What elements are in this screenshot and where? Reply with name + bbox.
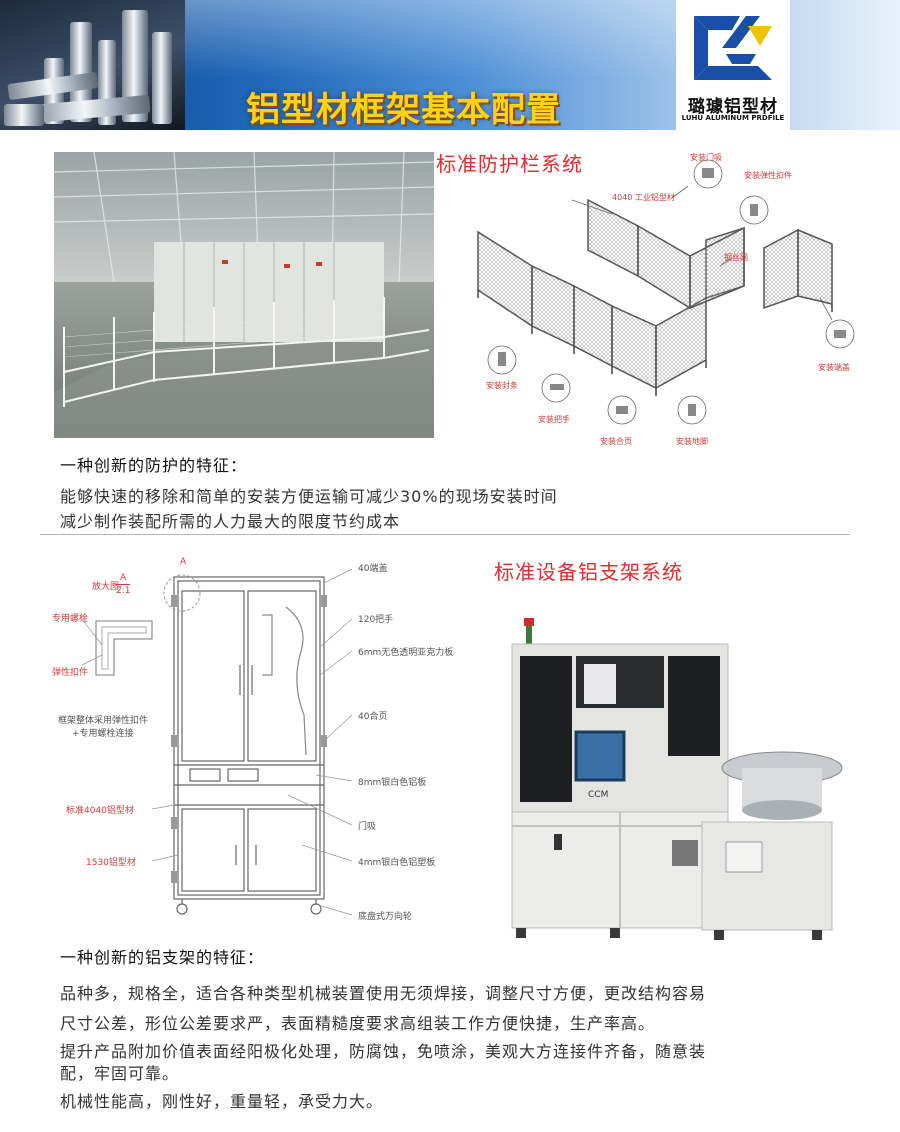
callout-wire-mesh: 钢丝网	[724, 253, 748, 262]
zoom-label: 放大图-	[92, 582, 123, 592]
label-std-4040: 标准4040铝型材	[66, 806, 134, 816]
rack-feature-line: 机械性能高，刚性好，重量轻，承受力大。	[60, 1092, 384, 1111]
guardrail-feature-line: 能够快速的移除和简单的安装方便运输可减少30%的现场安装时间	[60, 487, 558, 506]
equipment-machine-photo: CCM	[492, 612, 864, 950]
label-end-cap-40: 40端盖	[358, 564, 388, 574]
label-caster: 底盘式万向轮	[358, 912, 413, 922]
logo-english-name: LUHU ALUMINUM PRDFILE	[681, 114, 785, 122]
company-logo: 璐璩铝型材 LUHU ALUMINUM PRDFILE	[676, 0, 790, 130]
callout-seal-strip: 安装封条	[486, 381, 518, 390]
connection-note-line: 框架整体采用弹性扣件	[58, 716, 149, 726]
label-aluminum-8mm: 8mm银白色铝板	[358, 778, 427, 788]
rack-feature-line: 配，牢固可靠。	[60, 1064, 180, 1083]
rack-feature-line: 尺寸公差，形位公差要求严，表面精糙度要求高组装工作方便快捷，生产率高。	[60, 1014, 656, 1033]
connection-note-line: +专用螺栓连接	[72, 729, 134, 739]
label-special-bolt: 专用螺栓	[52, 614, 89, 624]
factory-guardrail-photo	[54, 152, 434, 438]
callout-profile-4040: 4040 工业铝型材	[612, 193, 675, 202]
rack-section-title: 标准设备铝支架系统	[494, 560, 683, 584]
callout-foot: 安装地脚	[676, 437, 708, 446]
rack-feature-heading: 一种创新的铝支架的特征：	[60, 948, 265, 967]
cabinet-technical-drawing: A 放大图- A 2:1 专用螺栓 弹性扣件 框架整体采用弹性扣件 +专用螺栓连…	[52, 555, 472, 935]
label-handle-120: 120把手	[358, 615, 394, 625]
logo-mark-icon	[694, 16, 772, 80]
label-elastic-clip: 弹性扣件	[52, 668, 89, 678]
guardrail-section-title: 标准防护栏系统	[436, 152, 583, 176]
machine-brand-label: CCM	[588, 790, 609, 800]
aluminum-profiles-image	[0, 0, 185, 130]
callout-hinge: 安装合页	[600, 437, 632, 446]
callout-end-cap: 安装端盖	[818, 363, 850, 372]
logo-name: 璐璩铝型材	[688, 97, 778, 117]
guardrail-feature-line: 减少制作装配所需的人力最大的限度节约成本	[60, 512, 401, 531]
label-door-lock: 门吸	[358, 822, 377, 832]
callout-door-lock: 安装门吸	[690, 153, 722, 162]
label-hinge-40: 40合页	[358, 712, 388, 722]
label-acrylic-6mm: 6mm无色透明亚克力板	[358, 648, 454, 658]
callout-handle: 安装把手	[538, 415, 570, 424]
guardrail-feature-heading: 一种创新的防护的特征：	[60, 456, 248, 475]
rack-feature-line: 品种多，规格全，适合各种类型机械装置使用无须焊接，调整尺寸方便，更改结构容易	[60, 984, 707, 1003]
rack-feature-line: 提升产品附加价值表面经阳极化处理，防腐蚀，免喷涂，美观大方连接件齐备，随意装	[60, 1042, 707, 1061]
drawing-marker-a: A	[180, 557, 187, 567]
zoom-denominator: 2:1	[116, 584, 131, 596]
section-divider	[40, 534, 850, 535]
label-profile-1530: 1530铝型材	[86, 858, 136, 868]
zoom-numerator: A	[120, 573, 127, 583]
callout-elastic-clip: 安装弹性扣件	[744, 171, 792, 180]
banner-shine	[180, 0, 700, 130]
header-banner: 铝型材框架基本配置 璐璩铝型材 LUHU ALUMINUM PRDFILE	[0, 0, 900, 130]
guardrail-diagram: 安装门吸 安装弹性扣件 4040 工业铝型材 钢丝网 安装端盖 安装封条 安装把…	[462, 148, 862, 448]
page-title: 铝型材框架基本配置	[246, 90, 561, 130]
label-composite-4mm: 4mm银白色铝塑板	[358, 858, 436, 868]
